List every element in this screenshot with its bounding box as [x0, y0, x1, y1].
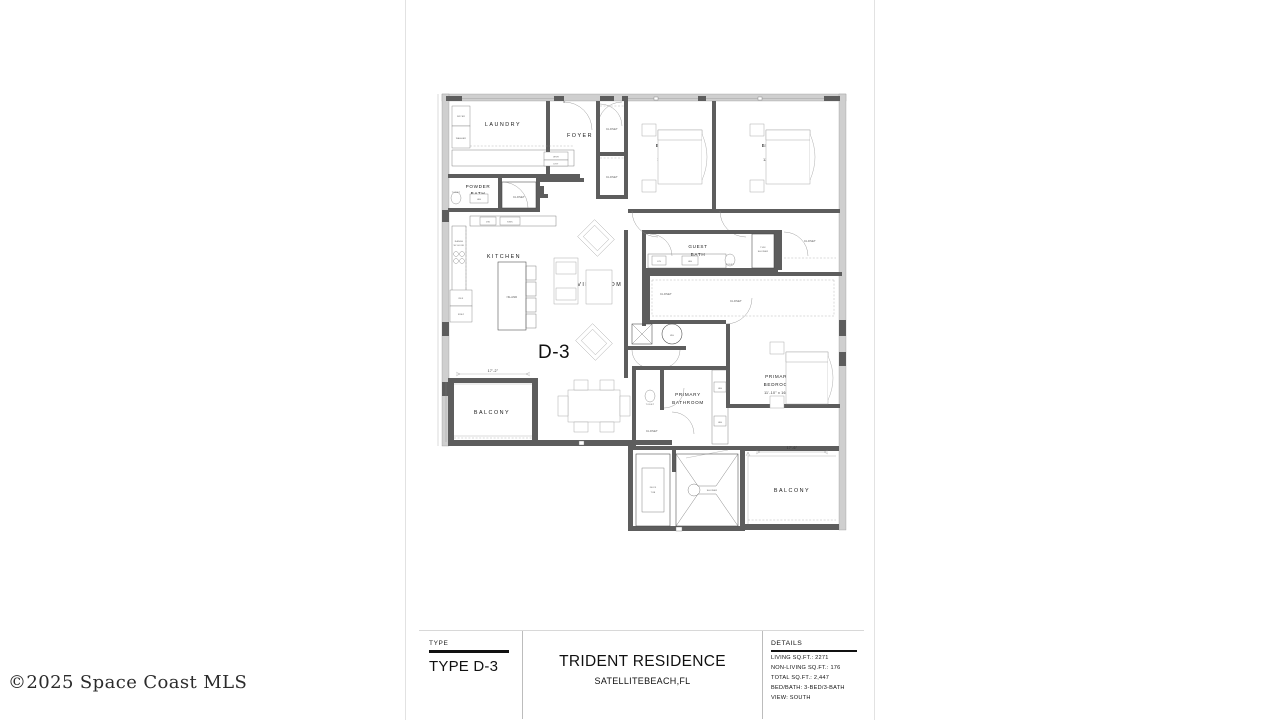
mls-watermark: ©2025 Space Coast MLS: [8, 672, 248, 693]
room-label-powder: POWDER: [466, 184, 491, 189]
svg-text:LAV: LAV: [477, 198, 482, 201]
svg-text:TOILET: TOILET: [726, 264, 735, 266]
svg-text:SHOWER: SHOWER: [758, 251, 769, 253]
room-label-laundry: LAUNDRY: [485, 122, 521, 128]
closet-label-5: CLOSET: [660, 293, 672, 296]
svg-text:LAV: LAV: [688, 260, 693, 263]
svg-text:DECK: DECK: [650, 487, 657, 489]
svg-text:LAV: LAV: [718, 421, 723, 424]
svg-text:CLOSET: CLOSET: [513, 196, 525, 199]
type-caption: TYPE: [429, 640, 449, 647]
svg-text:RANGE: RANGE: [455, 240, 464, 243]
closet-label-3: CLOSET: [804, 240, 816, 243]
balcony-left-dim: 17'-2": [488, 369, 499, 373]
svg-text:DW: DW: [486, 222, 490, 224]
primary-bathroom-line1: PRIMARY: [675, 392, 701, 397]
svg-text:SINK: SINK: [507, 222, 513, 224]
detail-bed-bath: BED/BATH: 3-BED/3-BATH: [771, 685, 845, 691]
svg-text:LAV: LAV: [718, 387, 723, 390]
project-location: SATELLITEBEACH,FL: [594, 676, 691, 686]
svg-text:DRYER: DRYER: [457, 116, 466, 118]
svg-text:WASHER: WASHER: [456, 137, 467, 140]
type-rule: [429, 650, 509, 653]
title-block-type-column: TYPE TYPE D-3: [419, 631, 522, 719]
balcony-left-label: BALCONY: [474, 410, 510, 416]
fixture-label-shower: SHOWER: [707, 490, 718, 492]
details-rule: [771, 650, 857, 653]
svg-text:TUB/: TUB/: [760, 247, 766, 249]
detail-living-sqft: LIVING SQ.FT.: 2271: [771, 655, 829, 661]
guest-bath-label2: BATH: [691, 252, 706, 257]
closet-label-1: CLOSET: [606, 128, 618, 131]
svg-text:W/ HOOD: W/ HOOD: [454, 245, 465, 247]
type-value: TYPE D-3: [429, 658, 499, 675]
title-block-name-column: TRIDENT RESIDENCE SATELLITEBEACH,FL: [522, 631, 762, 719]
primary-bedroom-dims: 11'-10" x 16'-6": [764, 391, 792, 395]
project-name: TRIDENT RESIDENCE: [559, 653, 726, 670]
balcony-right-dim: 17'-6": [787, 446, 798, 450]
details-heading: DETAILS: [771, 640, 803, 647]
svg-text:TOILET: TOILET: [646, 404, 655, 406]
floor-plan: WSH DRY DRYER WASHER LAUNDRY FOYER POWDE…: [436, 90, 848, 540]
svg-text:TUB: TUB: [651, 492, 656, 494]
svg-text:WSH: WSH: [553, 157, 559, 159]
primary-bathroom-line2: BATHROOM: [672, 400, 704, 405]
details-list: LIVING SQ.FT.: 2271 NON-LIVING SQ.FT.: 1…: [771, 653, 845, 703]
svg-text:FREZ: FREZ: [458, 314, 465, 316]
detail-nonliving-sqft: NON-LIVING SQ.FT.: 176: [771, 665, 841, 671]
drawing-sheet: WSH DRY DRYER WASHER LAUNDRY FOYER POWDE…: [405, 0, 875, 720]
svg-text:REF: REF: [459, 298, 464, 300]
svg-text:LIN: LIN: [657, 261, 661, 263]
primary-bedroom-line1: PRIMARY: [765, 374, 791, 379]
svg-text:WH: WH: [670, 335, 674, 337]
title-block: TYPE TYPE D-3 TRIDENT RESIDENCE SATELLIT…: [419, 630, 864, 719]
detail-total-sqft: TOTAL SQ.FT.: 2,447: [771, 675, 830, 681]
primary-bedroom-line2: BEDROOM: [764, 382, 793, 387]
plan-code-label: D-3: [538, 342, 570, 363]
detail-view: VIEW: SOUTH: [771, 695, 811, 701]
svg-text:DRY: DRY: [554, 164, 559, 166]
svg-text:TOILET: TOILET: [452, 192, 461, 194]
room-label-powder-bath: BATH: [471, 191, 486, 196]
fixture-label-island: ISLAND: [507, 296, 518, 299]
guest-bath-label1: GUEST: [688, 244, 707, 249]
room-label-foyer: FOYER: [567, 133, 593, 139]
title-block-details-column: DETAILS LIVING SQ.FT.: 2271 NON-LIVING S…: [762, 631, 864, 719]
closet-label-6: CLOSET: [646, 430, 658, 433]
balcony-right-label: BALCONY: [774, 488, 810, 494]
closet-label-4: CLOSET: [730, 300, 742, 303]
closet-label-2: CLOSET: [606, 176, 618, 179]
room-label-kitchen: KITCHEN: [487, 254, 521, 260]
